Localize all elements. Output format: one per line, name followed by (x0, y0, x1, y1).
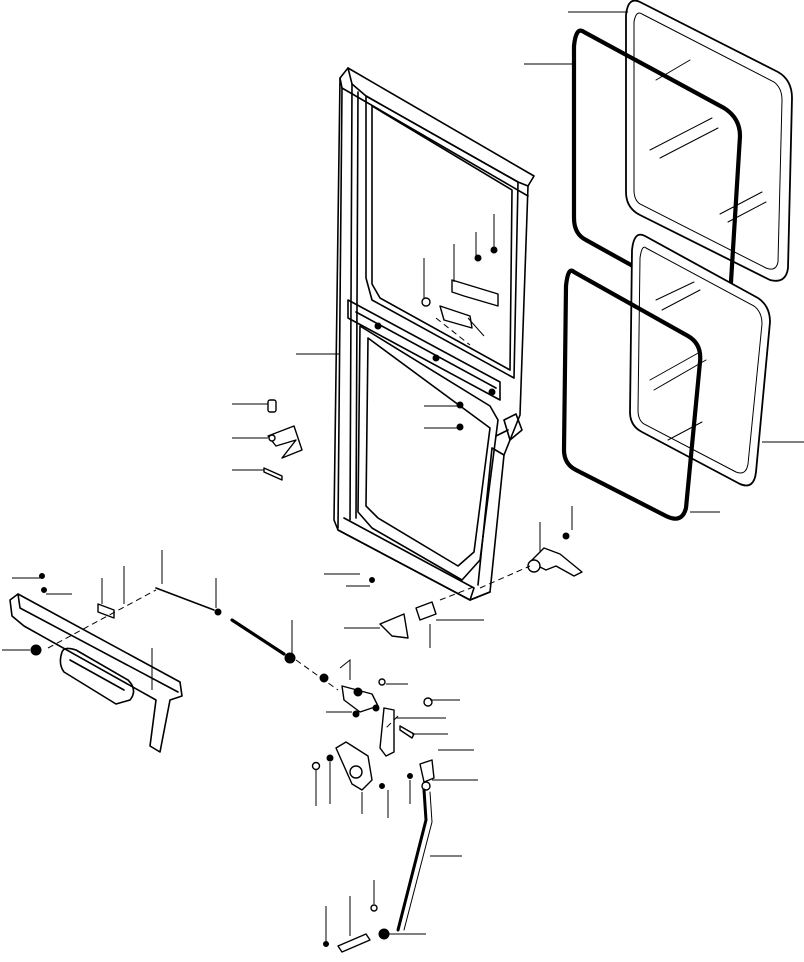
catch-plate (369, 577, 437, 639)
seal-lower (561, 268, 703, 521)
leader-lines (2, 11, 804, 942)
small-bracket (263, 399, 303, 481)
latch-assembly (319, 673, 433, 757)
control-rod (155, 587, 296, 664)
link-rod (323, 759, 435, 953)
grab-rail (9, 573, 183, 753)
door-handle (527, 532, 583, 577)
striker-bracket (421, 246, 499, 431)
glass-upper (625, 0, 793, 282)
lock-plate (311, 741, 385, 791)
door-frame (333, 67, 535, 601)
assembly-lines (47, 317, 531, 731)
